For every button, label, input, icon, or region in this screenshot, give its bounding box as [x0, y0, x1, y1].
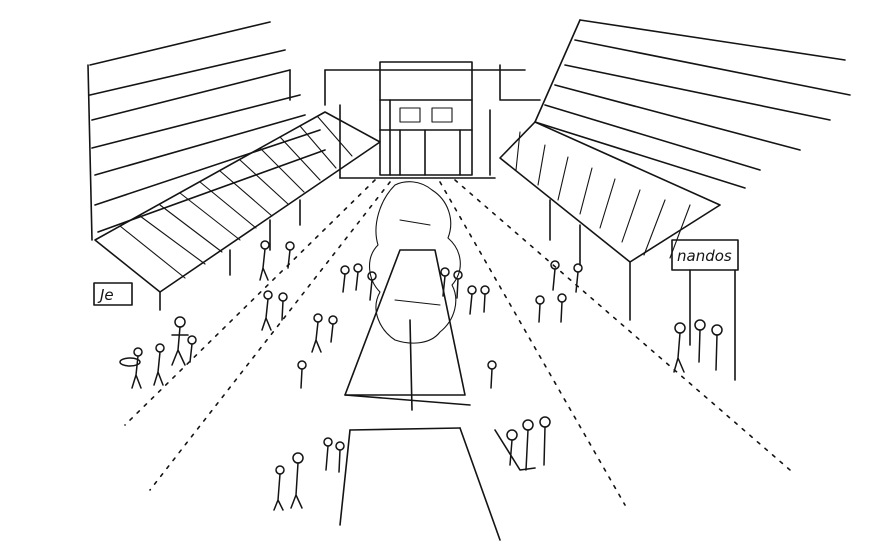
people: [119, 240, 723, 511]
left-shop-sign: Je: [93, 282, 133, 306]
person-group-left: [119, 316, 197, 389]
person-group-center: [440, 267, 497, 389]
left-awning: [94, 111, 381, 311]
right-shop-sign: nandos: [671, 239, 739, 271]
right-roof: [534, 19, 851, 189]
left-shop-sign-text: Je: [97, 286, 114, 304]
central-planting: [369, 181, 461, 344]
person-group-right: [535, 260, 723, 373]
right-awning: [499, 121, 736, 381]
person-group-left-mid: [259, 240, 377, 389]
right-shop-sign-text: nandos: [677, 247, 732, 265]
central-platform: [339, 249, 501, 541]
bench-right: [494, 429, 536, 471]
street-lines: [124, 179, 791, 506]
central-building: [289, 61, 541, 179]
person-group-foreground: [273, 416, 551, 511]
